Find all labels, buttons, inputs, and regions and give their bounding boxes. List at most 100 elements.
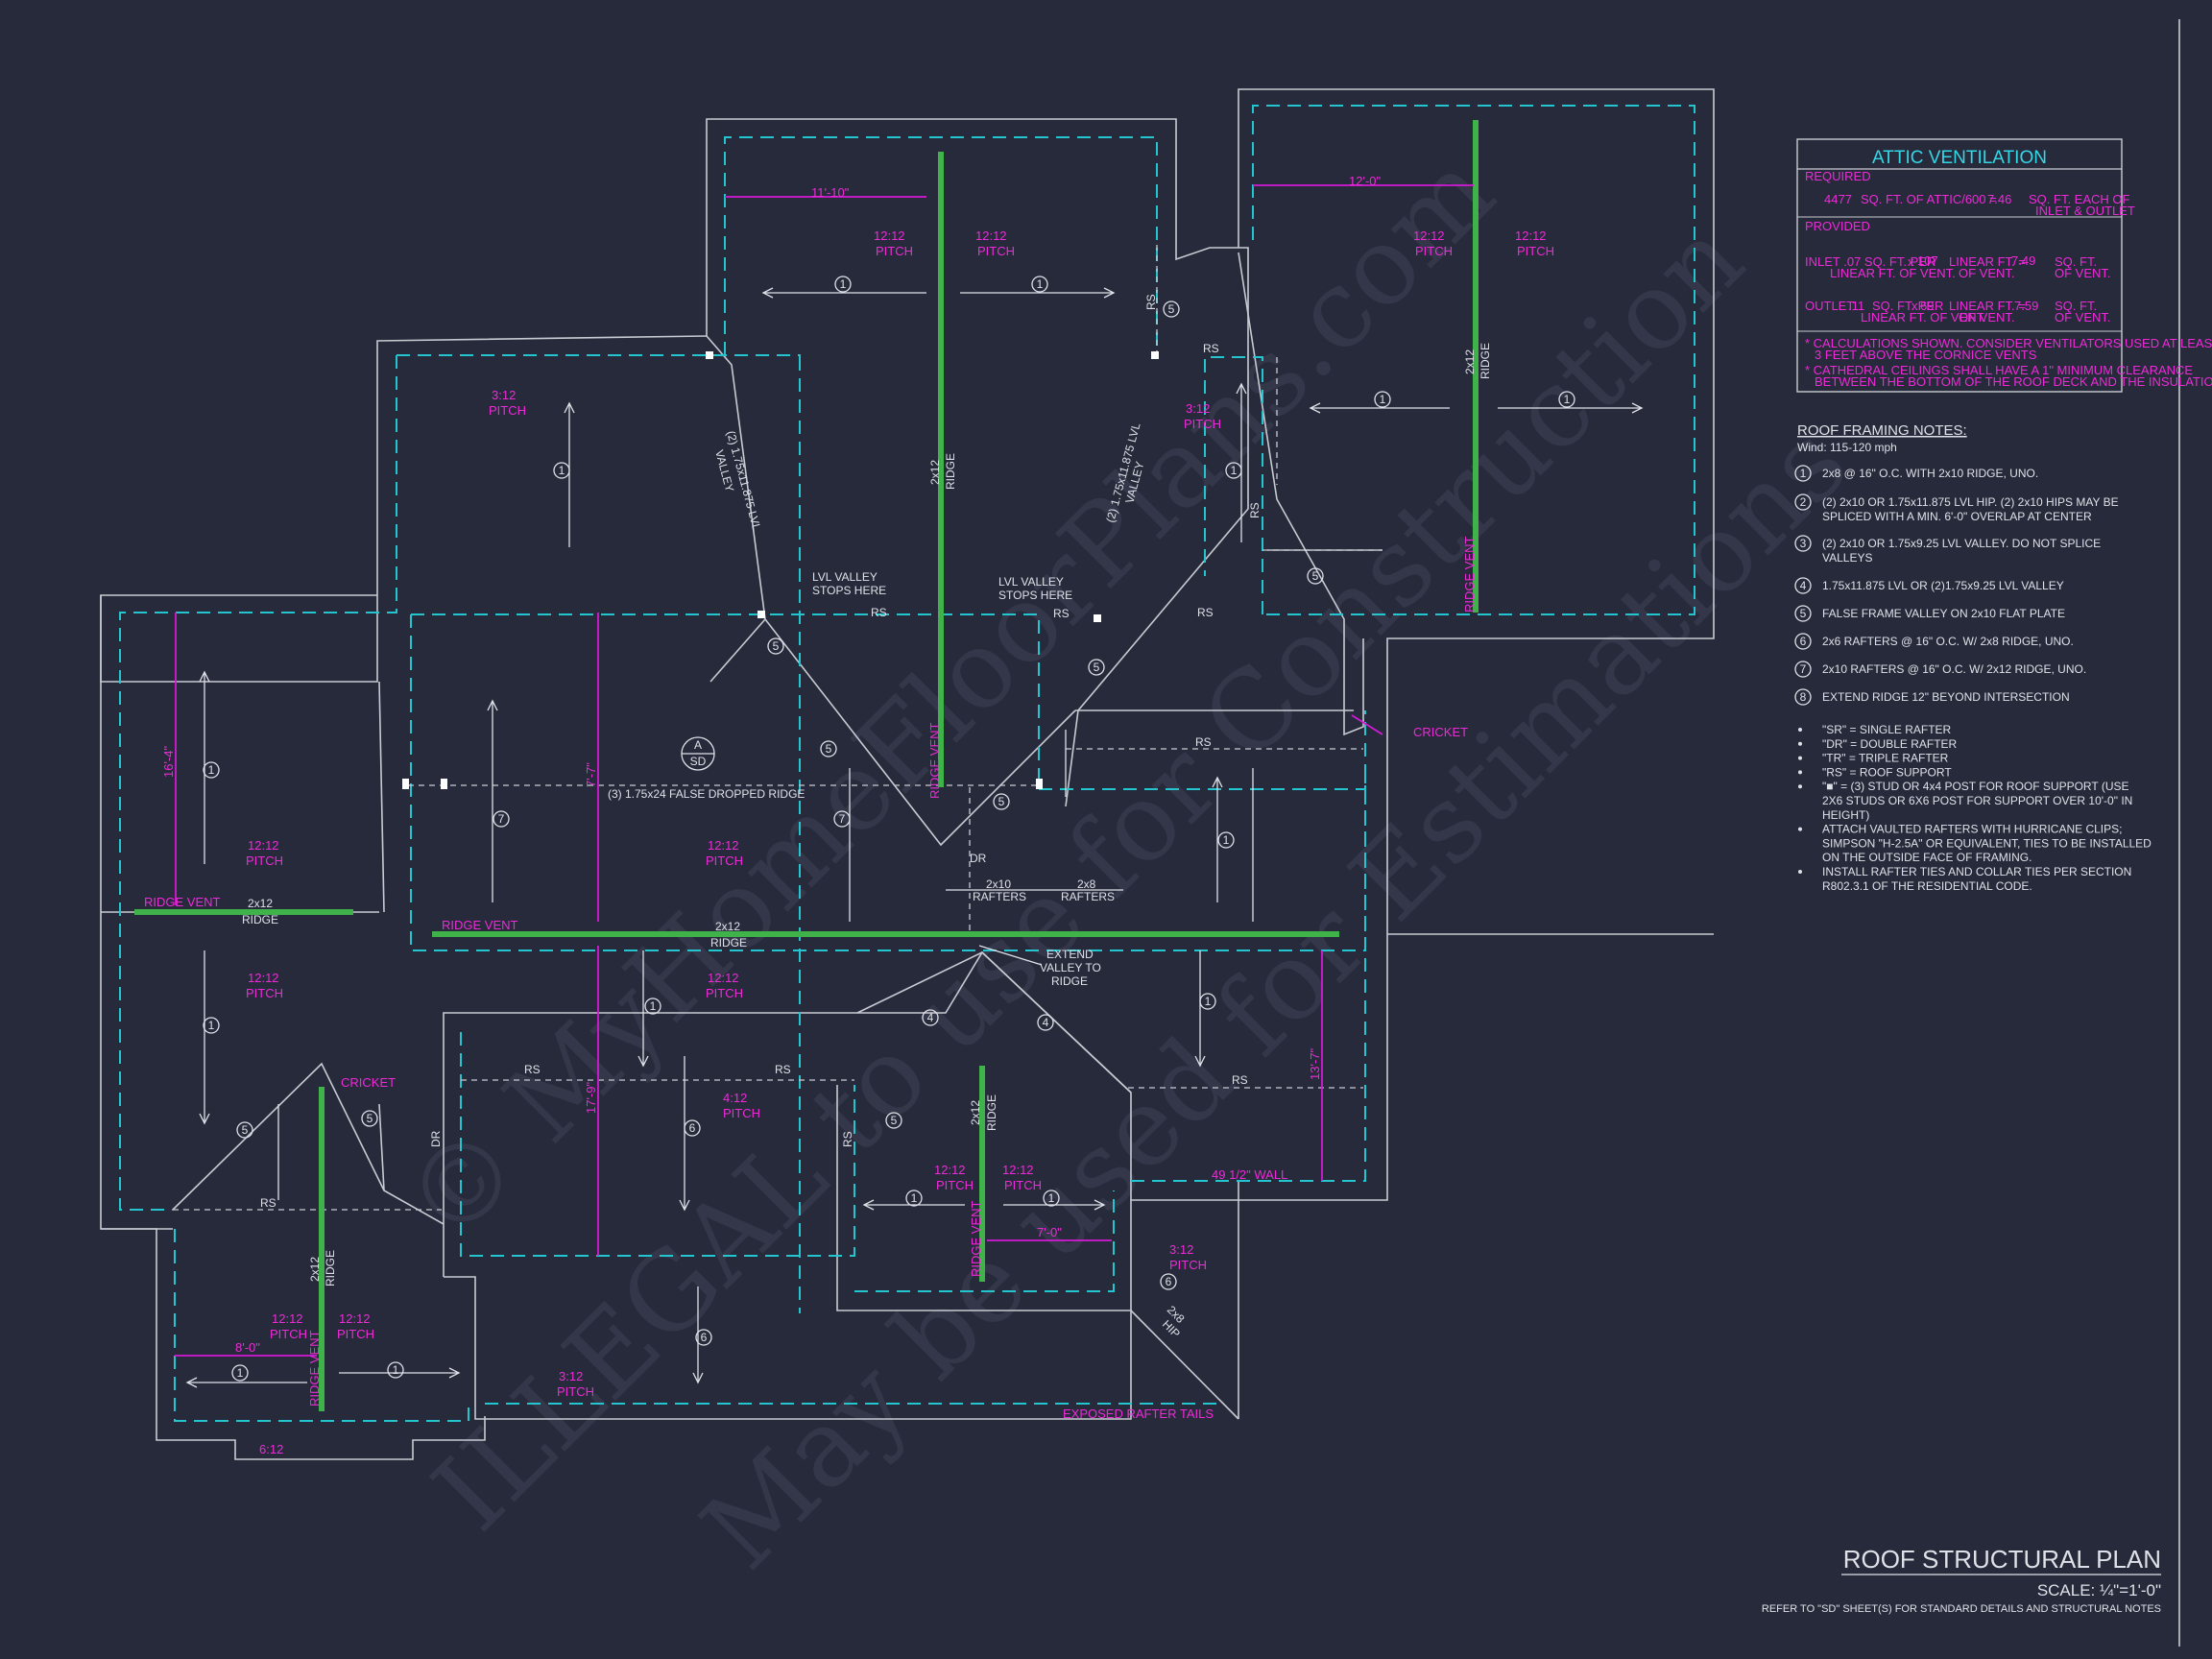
- svg-text:PITCH: PITCH: [337, 1327, 374, 1341]
- svg-text:7.49: 7.49: [2011, 253, 2035, 268]
- svg-text:5: 5: [891, 1114, 898, 1127]
- svg-text:LINEAR FT. OF VENT.: LINEAR FT. OF VENT.: [1830, 266, 1956, 280]
- svg-text:6:12: 6:12: [259, 1442, 283, 1456]
- svg-text:CRICKET: CRICKET: [341, 1075, 396, 1090]
- note-number: 7: [1800, 662, 1807, 676]
- svg-text:13'-7": 13'-7": [1308, 1047, 1322, 1080]
- svg-text:RIDGE VENT: RIDGE VENT: [927, 722, 942, 799]
- svg-text:RIDGE: RIDGE: [1479, 343, 1492, 379]
- bullet-text: ON THE OUTSIDE FACE OF FRAMING.: [1822, 851, 2032, 864]
- bullet-dot: [1798, 784, 1802, 789]
- svg-text:12'-0": 12'-0": [1349, 174, 1382, 188]
- watermark: © MyHomeFloorPlans.com ILLEGAL to use fo…: [381, 130, 1871, 1593]
- svg-text:12:12: 12:12: [1002, 1163, 1034, 1177]
- note-text: EXTEND RIDGE 12" BEYOND INTERSECTION: [1822, 690, 2070, 704]
- note-number: 3: [1800, 537, 1807, 550]
- svg-text:CRICKET: CRICKET: [1413, 725, 1468, 739]
- attic-ventilation-table: ATTIC VENTILATION REQUIRED 4477 SQ. FT. …: [1796, 138, 2212, 393]
- svg-text:PITCH: PITCH: [876, 244, 913, 258]
- svg-text:RIDGE: RIDGE: [324, 1250, 337, 1286]
- notes-wind: Wind: 115-120 mph: [1797, 441, 1897, 454]
- svg-text:2x8: 2x8: [1077, 878, 1096, 891]
- svg-text:5: 5: [826, 742, 832, 756]
- svg-text:12:12: 12:12: [874, 228, 905, 243]
- svg-text:1: 1: [393, 1363, 399, 1377]
- svg-text:1: 1: [208, 763, 215, 777]
- svg-text:RS: RS: [524, 1063, 541, 1076]
- svg-text:DR: DR: [429, 1130, 443, 1147]
- note-number: 2: [1800, 495, 1807, 509]
- svg-text:RS: RS: [1203, 342, 1219, 355]
- svg-text:5: 5: [998, 795, 1005, 808]
- svg-text:RIDGE: RIDGE: [985, 1094, 998, 1131]
- note-number: 6: [1800, 635, 1807, 648]
- note-number: 1: [1800, 467, 1807, 480]
- svg-text:1: 1: [1380, 393, 1386, 406]
- svg-text:RIDGE: RIDGE: [1051, 974, 1088, 988]
- svg-text:4: 4: [927, 1011, 934, 1024]
- svg-text:6: 6: [689, 1121, 696, 1135]
- svg-text:SD: SD: [690, 755, 707, 768]
- bullet-dot: [1798, 728, 1802, 732]
- svg-text:PITCH: PITCH: [246, 854, 283, 868]
- svg-text:EXTEND: EXTEND: [1046, 948, 1094, 961]
- svg-text:12:12: 12:12: [975, 228, 1007, 243]
- svg-text:STOPS HERE: STOPS HERE: [998, 589, 1072, 602]
- svg-text:17'-9": 17'-9": [584, 1081, 598, 1114]
- note-text: (2) 2x10 OR 1.75x11.875 LVL HIP. (2) 2x1…: [1822, 495, 2119, 509]
- svg-text:A: A: [694, 738, 702, 752]
- bullet-text: R802.3.1 OF THE RESIDENTIAL CODE.: [1822, 879, 2032, 893]
- svg-text:2x12: 2x12: [969, 1100, 982, 1125]
- bullet-text: SIMPSON "H-2.5A" OR EQUIVALENT, TIES TO …: [1822, 836, 2152, 850]
- svg-text:2x12: 2x12: [1463, 349, 1477, 374]
- svg-text:2x12: 2x12: [248, 897, 273, 910]
- attic-title: ATTIC VENTILATION: [1872, 148, 2047, 168]
- svg-text:3 FEET ABOVE THE CORNICE VENTS: 3 FEET ABOVE THE CORNICE VENTS: [1815, 348, 2037, 362]
- svg-text:PITCH: PITCH: [1169, 1258, 1207, 1272]
- svg-text:1: 1: [208, 1019, 215, 1032]
- bullet-dot: [1798, 770, 1802, 775]
- svg-text:RS: RS: [1232, 1073, 1248, 1087]
- bullet-text: "RS" = ROOF SUPPORT: [1822, 765, 1952, 779]
- svg-text:STOPS HERE: STOPS HERE: [812, 584, 886, 597]
- svg-text:DR: DR: [970, 852, 987, 865]
- bullet-text: INSTALL RAFTER TIES AND COLLAR TIES PER …: [1822, 865, 2131, 878]
- svg-text:5: 5: [242, 1123, 249, 1137]
- svg-text:LINEAR FT. =: LINEAR FT. =: [1949, 254, 2026, 269]
- post-markers: [402, 351, 1159, 789]
- svg-text:(3) 1.75x24 FALSE DROPPED RIDG: (3) 1.75x24 FALSE DROPPED RIDGE: [608, 787, 805, 801]
- svg-text:7'-7": 7'-7": [584, 762, 598, 787]
- svg-text:RIDGE VENT: RIDGE VENT: [442, 918, 518, 932]
- svg-text:PITCH: PITCH: [489, 403, 526, 418]
- svg-text:LINEAR FT. =: LINEAR FT. =: [1949, 299, 2026, 313]
- svg-text:12:12: 12:12: [934, 1163, 966, 1177]
- svg-text:LVL VALLEY: LVL VALLEY: [998, 575, 1064, 589]
- svg-text:RIDGE VENT: RIDGE VENT: [1462, 536, 1477, 613]
- note-text: (2) 2x10 OR 1.75x9.25 LVL VALLEY. DO NOT…: [1822, 537, 2101, 550]
- rafter-arrows: [185, 287, 1644, 1388]
- svg-text:x: x: [1911, 299, 1918, 313]
- svg-text:3:12: 3:12: [559, 1369, 583, 1383]
- svg-text:RIDGE VENT: RIDGE VENT: [969, 1200, 983, 1277]
- svg-text:2x12: 2x12: [308, 1257, 322, 1282]
- svg-text:PITCH: PITCH: [936, 1178, 974, 1192]
- ridge-lines: [134, 120, 1479, 1411]
- svg-text:5: 5: [1094, 661, 1100, 674]
- svg-text:1: 1: [237, 1366, 244, 1380]
- note-text-cont: VALLEYS: [1822, 551, 1872, 565]
- note-text: FALSE FRAME VALLEY ON 2x10 FLAT PLATE: [1822, 607, 2065, 620]
- svg-text:RS: RS: [1197, 606, 1214, 619]
- bullet-dot: [1798, 827, 1802, 831]
- svg-text:SQ. FT.: SQ. FT.: [2055, 254, 2097, 269]
- svg-text:12:12: 12:12: [272, 1311, 303, 1326]
- svg-text:5: 5: [367, 1112, 373, 1125]
- callout-circles: 1 1 1 1 1 1 1 1 1 1 1 1 1 1 1 5 5 5 5 5 …: [203, 276, 1575, 1382]
- section-marker-a-sd[interactable]: A SD: [681, 736, 715, 771]
- svg-text:PITCH: PITCH: [1004, 1178, 1042, 1192]
- bullet-dot: [1798, 756, 1802, 760]
- svg-text:4:12: 4:12: [723, 1091, 747, 1105]
- note-text: 2x10 RAFTERS @ 16" O.C. W/ 2x12 RIDGE, U…: [1822, 662, 2086, 676]
- svg-text:RS: RS: [775, 1063, 791, 1076]
- svg-text:3:12: 3:12: [492, 388, 516, 402]
- note-number: 8: [1800, 690, 1807, 704]
